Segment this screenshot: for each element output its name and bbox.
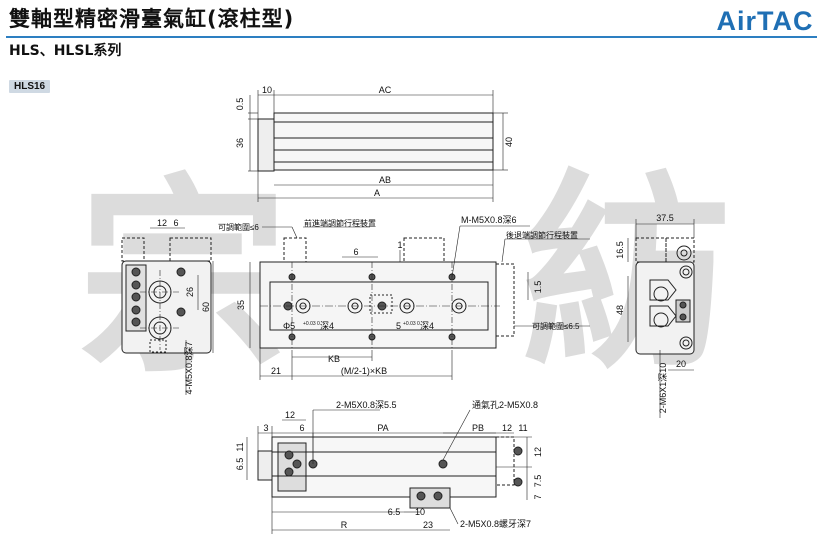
dim-left-m5: 4-M5X0.8深7 (184, 341, 194, 394)
bottom-view (246, 409, 532, 534)
dim-right-m6: 2-M6X1深10 (658, 363, 668, 414)
left-view (121, 227, 214, 395)
dim-bottom-r: R (341, 520, 348, 530)
front-view (249, 225, 590, 380)
airtac-logo: AirTAC (713, 6, 817, 34)
label-adj-right: 可調範圍≤6.5 (532, 321, 580, 331)
label-depth-right: 深4 (420, 321, 434, 331)
dim-bottom-12a: 12 (285, 410, 295, 420)
dim-front-21: 21 (271, 366, 281, 376)
dim-top-ac: AC (379, 85, 392, 95)
watermark-char-2: 紡 (522, 152, 733, 397)
dim-bottom-75: 7.5 (533, 475, 543, 488)
label-front-adj: 前進端調節行程裝置 (304, 218, 376, 228)
dim-right-48: 48 (615, 305, 625, 315)
label-m-thread: M-M5X0.8深6 (461, 215, 517, 225)
dim-top-36: 36 (235, 138, 245, 148)
dim-top-a: A (374, 188, 380, 198)
label-tol-left: +0.03 0 (303, 321, 320, 327)
top-view (248, 90, 508, 202)
dim-bottom-11v: 11 (235, 442, 245, 451)
dim-bottom-6: 6 (299, 423, 304, 433)
label-phi-right: 5 (396, 321, 401, 331)
dim-front-mkb: (M/2-1)×KB (341, 366, 387, 376)
dim-front-1: 1 (397, 240, 402, 250)
dim-front-kb: KB (328, 354, 340, 364)
right-view (627, 219, 695, 418)
dim-left-60: 60 (201, 302, 211, 312)
label-rear-adj: 後退端調節行程裝置 (506, 230, 578, 240)
dim-right-165: 16.5 (615, 241, 625, 259)
dim-bottom-23: 23 (423, 520, 433, 530)
label-depth-left: 深4 (320, 321, 334, 331)
dim-left-26: 26 (185, 287, 195, 297)
label-phi-left: Φ5 (283, 321, 295, 331)
dim-bottom-65: 6.5 (235, 458, 245, 471)
dim-top-10: 10 (262, 85, 272, 95)
dim-bottom-10: 10 (415, 507, 425, 517)
label-tol-right: +0.03 0 (403, 321, 420, 327)
dim-top-05: 0.5 (235, 98, 245, 111)
page-title: 雙軸型精密滑臺氣缸(滾柱型) (9, 7, 295, 31)
dim-bottom-7: 7 (533, 494, 543, 499)
label-vent: 通氣孔2-M5X0.8 (472, 399, 538, 410)
airtac-logo-text: AirTAC (717, 6, 814, 34)
dim-bottom-65b: 6.5 (388, 507, 401, 517)
dim-bottom-3: 3 (263, 423, 268, 433)
dim-bottom-11: 11 (518, 423, 527, 433)
label-m5-bottom: 2-M5X0.8螺牙深7 (460, 519, 531, 529)
label-adj-left: 可調範圍≤6 (218, 222, 259, 232)
dim-left-6: 6 (173, 218, 178, 228)
dim-front-6: 6 (353, 247, 358, 257)
dim-right-375: 37.5 (656, 213, 674, 223)
model-badge: HLS16 (9, 80, 51, 93)
dim-top-ab: AB (379, 175, 391, 185)
dim-top-40: 40 (504, 137, 514, 147)
dim-front-35: 35 (236, 300, 246, 310)
dim-bottom-12v: 12 (533, 447, 543, 457)
dim-bottom-12b: 12 (502, 423, 512, 433)
dim-left-12: 12 (157, 218, 167, 228)
title-rule (6, 36, 817, 38)
dim-bottom-pb: PB (472, 423, 484, 433)
dim-right-20: 20 (676, 359, 686, 369)
series-subtitle: HLS、HLSL系列 (9, 43, 122, 59)
label-m5-top: 2-M5X0.8深5.5 (336, 400, 397, 410)
dim-front-15: 1.5 (533, 281, 543, 294)
dim-bottom-pa: PA (377, 423, 388, 433)
